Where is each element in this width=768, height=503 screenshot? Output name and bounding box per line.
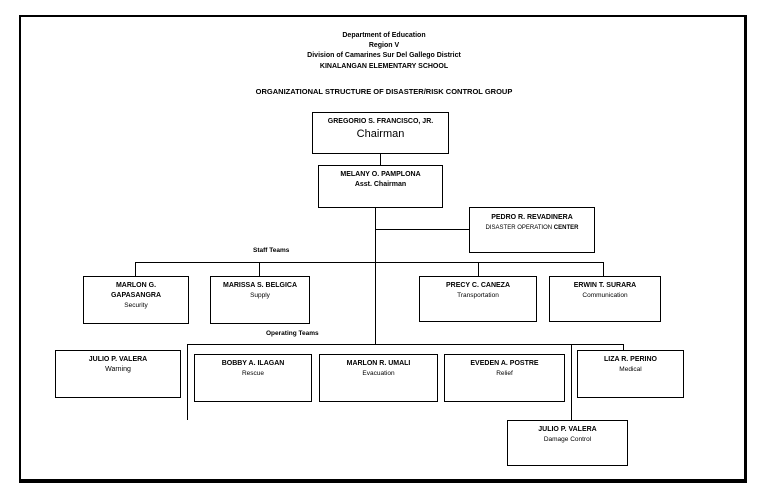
chart-title: ORGANIZATIONAL STRUCTURE OF DISASTER/RIS… [255, 87, 513, 96]
node-evacuation-name: MARLON R. UMALI [346, 360, 411, 367]
node-chairman-role: Chairman [356, 128, 405, 140]
node-evacuation: MARLON R. UMALI Evacuation [319, 354, 438, 402]
node-transportation-name: PRECY C. CANEZA [445, 282, 511, 289]
node-doc-role: DISASTER OPERATION CENTER [470, 223, 594, 233]
node-supply-name: MARISSA S. BELGICA [222, 282, 298, 289]
node-warning-role: Warning [105, 366, 131, 373]
node-damage-control: JULIO P. VALERA Damage Control [507, 420, 628, 466]
operating-teams-label: Operating Teams [266, 330, 319, 337]
node-medical-role: Medical [619, 366, 642, 373]
header-school: KINALANGAN ELEMENTARY SCHOOL [319, 63, 449, 70]
node-asst-chairman-name: MELANY O. PAMPLONA [340, 171, 421, 178]
connector-supply [259, 262, 260, 276]
node-doc-role-a: DISASTER OPERATION [485, 225, 553, 231]
node-relief-role: Relief [496, 370, 513, 377]
node-security: MARLON G. GAPASANGRA Security [83, 276, 189, 324]
node-security-name: MARLON G. GAPASANGRA [110, 282, 162, 299]
node-damage-control-name: JULIO P. VALERA [538, 426, 597, 433]
header-division: Division of Camarines Sur Del Gallego Di… [307, 52, 461, 59]
node-security-role: Security [124, 302, 148, 309]
header-department: Department of Education [342, 32, 426, 39]
connector-left-tail [187, 344, 188, 420]
node-evacuation-role: Evacuation [362, 370, 395, 377]
node-rescue-role: Rescue [241, 370, 265, 377]
node-doc: PEDRO R. REVADINERA DISASTER OPERATION C… [469, 207, 595, 253]
node-transportation-role: Transportation [457, 292, 499, 299]
connector-transportation [478, 262, 479, 276]
connector-main-trunk [375, 207, 376, 344]
page-frame [19, 15, 747, 483]
connector-medical [623, 344, 624, 350]
node-communication-role: Communication [582, 292, 628, 299]
node-asst-chairman-role: Asst. Chairman [354, 181, 407, 188]
node-doc-role-b: CENTER [553, 225, 579, 231]
node-medical: LIZA R. PERINO Medical [577, 350, 684, 398]
node-doc-name: PEDRO R. REVADINERA [491, 214, 573, 221]
node-rescue: BOBBY A. ILAGAN Rescue [194, 354, 312, 402]
connector-doc [375, 229, 469, 230]
connector-security [135, 262, 136, 276]
node-communication: ERWIN T. SURARA Communication [549, 276, 661, 322]
staff-teams-label: Staff Teams [253, 247, 290, 254]
header-region: Region V [368, 42, 400, 49]
connector-operating-bar [187, 344, 623, 345]
connector-damage-control [571, 344, 572, 420]
node-chairman: GREGORIO S. FRANCISCO, JR. Chairman [312, 112, 449, 154]
node-medical-name: LIZA R. PERINO [603, 356, 658, 363]
node-supply-role: Supply [250, 292, 270, 299]
node-warning: JULIO P. VALERA Warning [55, 350, 181, 398]
node-transportation: PRECY C. CANEZA Transportation [419, 276, 537, 322]
connector-chair-asst [380, 153, 381, 165]
node-asst-chairman: MELANY O. PAMPLONA Asst. Chairman [318, 165, 443, 208]
node-supply: MARISSA S. BELGICA Supply [210, 276, 310, 324]
node-damage-control-role: Damage Control [543, 436, 592, 443]
node-warning-name: JULIO P. VALERA [88, 356, 148, 363]
connector-staff-bar [135, 262, 603, 263]
node-relief: EVEDEN A. POSTRE Relief [444, 354, 565, 402]
node-communication-name: ERWIN T. SURARA [573, 282, 637, 289]
node-relief-name: EVEDEN A. POSTRE [470, 360, 539, 367]
connector-communication [603, 262, 604, 276]
node-rescue-name: BOBBY A. ILAGAN [221, 360, 285, 367]
node-chairman-name: GREGORIO S. FRANCISCO, JR. [327, 118, 434, 125]
